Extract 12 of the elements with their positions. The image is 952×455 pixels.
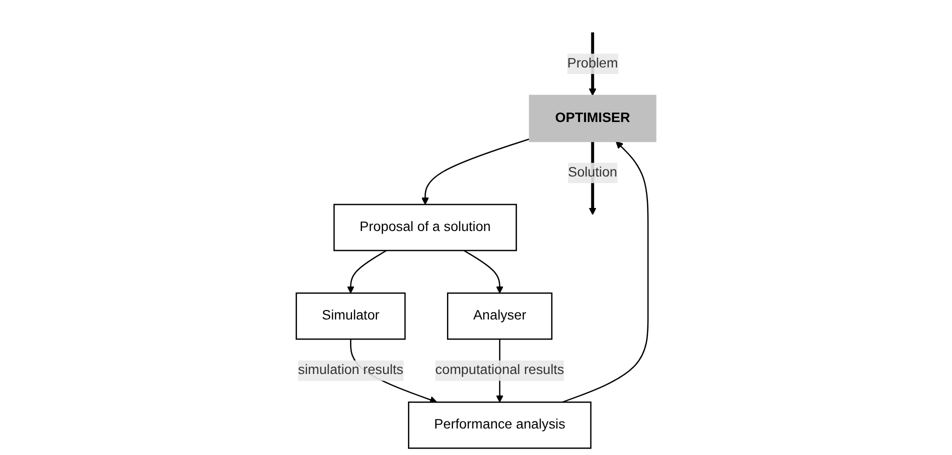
edge-label: Solution [568, 165, 618, 180]
arrow [421, 138, 530, 205]
node-box: OPTIMISER [528, 94, 656, 142]
edge-label: computational results [435, 362, 564, 378]
arrow [464, 250, 504, 294]
node-box: Performance analysis [408, 402, 592, 449]
node-box: Proposal of a solution [333, 204, 517, 252]
edge-label: simulation results [298, 362, 404, 378]
node-box: Simulator [296, 292, 406, 340]
arrow [346, 250, 387, 294]
edge-label: Problem [567, 56, 618, 71]
node-box: Analyser [447, 292, 552, 340]
